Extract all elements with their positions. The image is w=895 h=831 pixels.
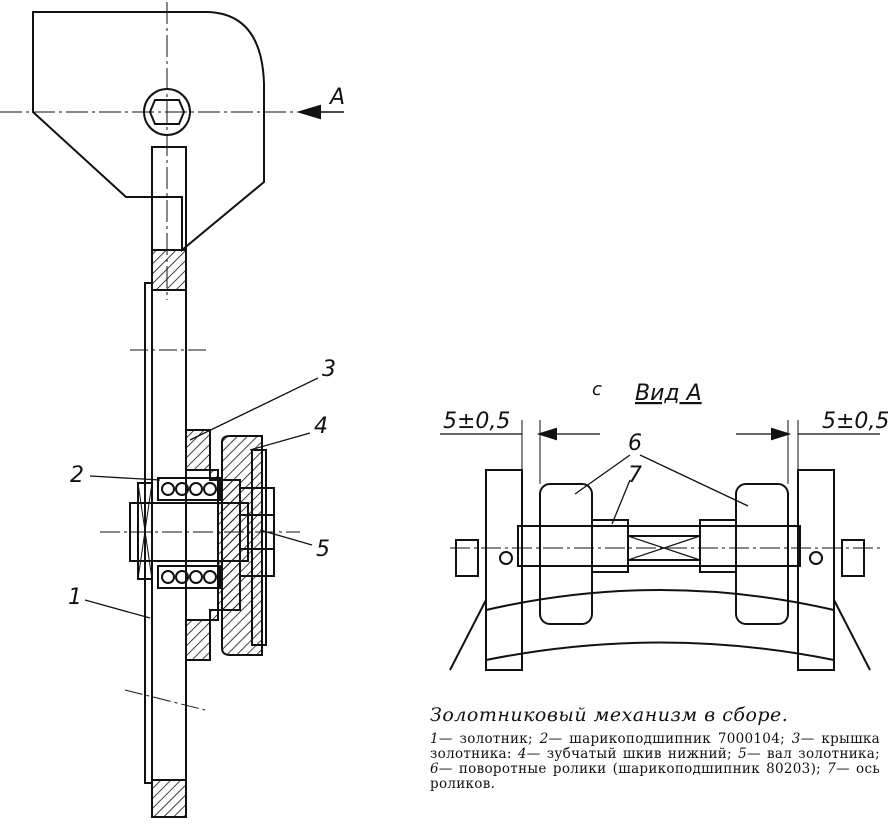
post-right bbox=[797, 469, 835, 671]
callout-2: 2 bbox=[70, 463, 84, 488]
legend-num: 7 bbox=[827, 761, 837, 777]
stray-mark: с bbox=[592, 379, 602, 400]
roller-left bbox=[539, 483, 593, 625]
view-a-label: Вид А bbox=[635, 381, 702, 406]
legend-num: 3 bbox=[791, 731, 801, 747]
view-a bbox=[440, 420, 880, 671]
callout-3: 3 bbox=[322, 357, 336, 382]
roller-right bbox=[735, 483, 789, 625]
callout-7: 7 bbox=[628, 463, 642, 488]
roller-axle bbox=[517, 525, 801, 567]
bearing-bottom bbox=[157, 565, 221, 589]
callout-5: 5 bbox=[316, 537, 330, 562]
dimension-left: 5±0,5 bbox=[443, 409, 510, 434]
caption-title: Золотниковый механизм в сборе. bbox=[430, 704, 789, 726]
legend-text: — ось роликов. bbox=[430, 761, 880, 792]
figure-caption: Золотниковый механизм в сборе. 1— золотн… bbox=[430, 704, 880, 792]
legend-text: — крышка золотника: bbox=[430, 731, 880, 762]
dimension-right: 5±0,5 bbox=[822, 409, 889, 434]
legend-text: — зубчатый шкив нижний; bbox=[526, 746, 739, 762]
legend-num: 1 bbox=[430, 731, 439, 747]
callout-4: 4 bbox=[314, 414, 328, 439]
legend-num: 6 bbox=[430, 761, 439, 777]
base bbox=[485, 589, 835, 611]
callout-6: 6 bbox=[628, 431, 642, 456]
legend-num: 4 bbox=[517, 746, 527, 762]
toothed-pulley bbox=[221, 435, 263, 656]
legend-num: 2 bbox=[539, 731, 549, 747]
post-left bbox=[485, 469, 523, 671]
arrow-letter: А bbox=[328, 85, 345, 110]
legend-num: 5 bbox=[738, 746, 748, 762]
callout-1: 1 bbox=[68, 585, 82, 610]
section-view bbox=[0, 2, 344, 818]
legend-text: — поворотные ролики (шарикоподшипник 802… bbox=[438, 761, 828, 777]
nut-right bbox=[841, 539, 865, 577]
bearing-top bbox=[157, 477, 221, 501]
legend-text: — шарикоподшипник 7000104; bbox=[548, 731, 792, 747]
caption-legend: 1— золотник; 2— шарикоподшипник 7000104;… bbox=[430, 732, 880, 792]
legend-text: — золотник; bbox=[438, 731, 540, 747]
leaders-left bbox=[84, 377, 319, 619]
legend-text: — вал золотника; bbox=[747, 746, 880, 762]
bracket bbox=[32, 11, 265, 253]
nut-left bbox=[455, 539, 479, 577]
